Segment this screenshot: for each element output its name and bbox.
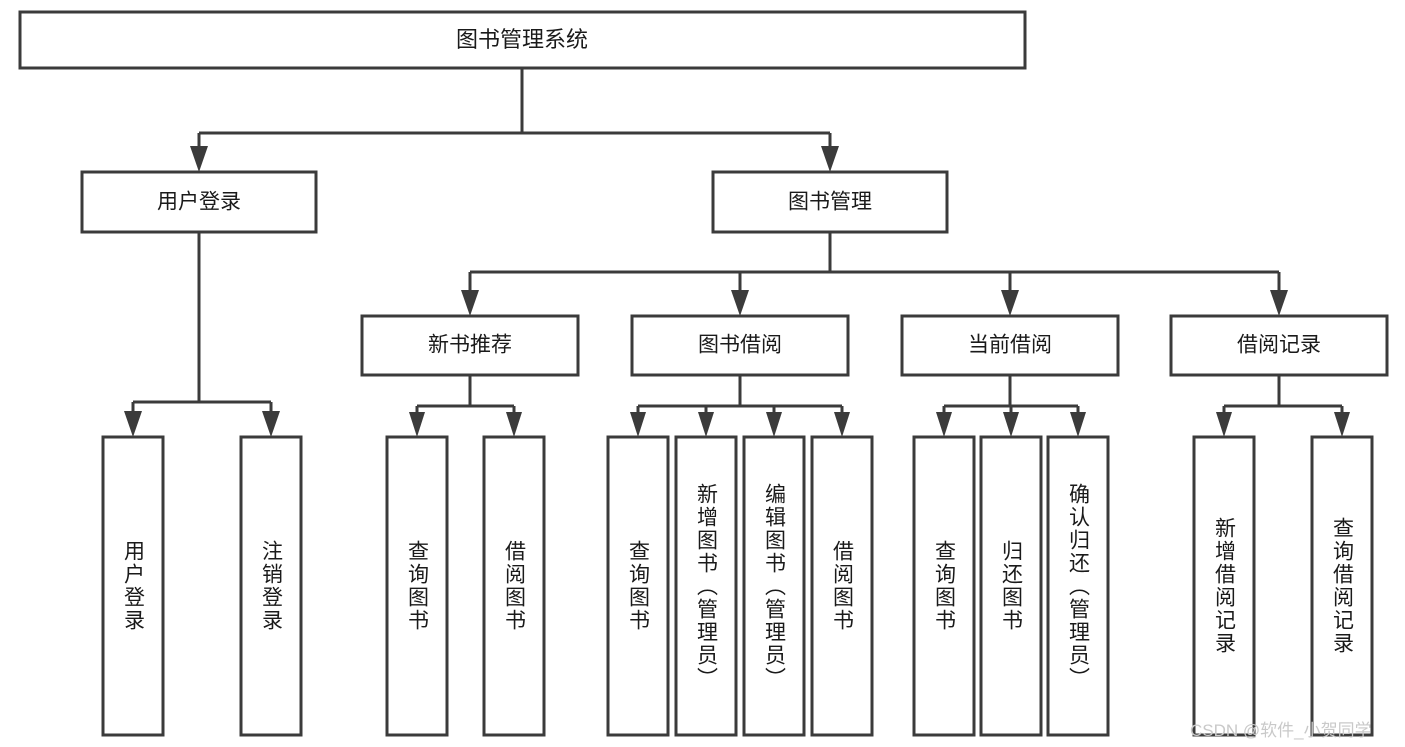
node-book-borrow-box[interactable] <box>630 314 850 377</box>
node-book-manage-label: 图书管理 <box>788 191 872 214</box>
arrow-head-book-borrow-leaf-2 <box>698 412 714 437</box>
node-leaf-borrow-record-2-box[interactable] <box>1310 435 1374 737</box>
node-new-book-recommend[interactable]: 新书推荐 <box>360 314 580 377</box>
arrow-head-to-current-borrow <box>1001 290 1019 316</box>
arrow-head-user-login-leaf-1 <box>124 411 142 437</box>
arrow-head-to-user-login <box>190 146 208 172</box>
arrow-head-new-book-recommend-leaf-1 <box>409 412 425 437</box>
node-leaf-current-borrow-2-box[interactable] <box>979 435 1043 737</box>
node-new-book-recommend-label: 新书推荐 <box>428 334 512 357</box>
node-user-login-label: 用户登录 <box>157 191 241 214</box>
node-borrow-record-label: 借阅记录 <box>1237 334 1321 357</box>
arrow-head-to-new-book-recommend <box>461 290 479 316</box>
node-current-borrow-box[interactable] <box>900 314 1120 377</box>
arrow-head-book-borrow-leaf-1 <box>630 412 646 437</box>
arrow-head-to-borrow-record <box>1270 290 1288 316</box>
arrow-head-book-borrow-leaf-3 <box>766 412 782 437</box>
watermark-text: CSDN @软件_小贺同学 <box>1190 721 1372 740</box>
node-borrow-record[interactable]: 借阅记录 <box>1169 314 1389 377</box>
arrow-head-new-book-recommend-leaf-2 <box>506 412 522 437</box>
node-leaf-book-borrow-4-box[interactable] <box>810 435 874 737</box>
connector-group-book-borrow-to-leaves <box>630 375 850 437</box>
connector-group-book-manage-to-level2 <box>461 232 1288 316</box>
arrow-head-borrow-record-leaf-1 <box>1216 412 1232 437</box>
arrow-head-to-book-manage <box>821 146 839 172</box>
connector-group-root-to-level1 <box>190 68 839 172</box>
node-root-system[interactable]: 图书管理系统 <box>18 10 1027 70</box>
connector-group-borrow-record-to-leaves <box>1216 375 1350 437</box>
node-book-borrow[interactable]: 图书借阅 <box>630 314 850 377</box>
node-user-login[interactable]: 用户登录 <box>80 170 318 234</box>
node-book-manage[interactable]: 图书管理 <box>711 170 949 234</box>
node-leaf-new-book-recommend-2-box[interactable] <box>482 435 546 737</box>
node-root-box[interactable] <box>18 10 1027 70</box>
arrow-head-current-borrow-leaf-2 <box>1003 412 1019 437</box>
node-book-manage-box[interactable] <box>711 170 949 234</box>
node-book-borrow-label: 图书借阅 <box>698 334 782 357</box>
connector-group-user-login-to-leaves <box>124 232 280 437</box>
node-borrow-record-box[interactable] <box>1169 314 1389 377</box>
node-leaf-book-borrow-2-box[interactable] <box>674 435 738 737</box>
node-current-borrow[interactable]: 当前借阅 <box>900 314 1120 377</box>
arrow-head-borrow-record-leaf-2 <box>1334 412 1350 437</box>
node-user-login-box[interactable] <box>80 170 318 234</box>
node-leaf-book-borrow-1-box[interactable] <box>606 435 670 737</box>
node-root-label: 图书管理系统 <box>456 27 588 52</box>
node-leaf-current-borrow-3-box[interactable] <box>1046 435 1110 737</box>
node-new-book-recommend-box[interactable] <box>360 314 580 377</box>
node-leaf-current-borrow-1-box[interactable] <box>912 435 976 737</box>
node-current-borrow-label: 当前借阅 <box>968 334 1052 357</box>
connector-group-current-borrow-to-leaves <box>936 375 1086 437</box>
arrow-head-user-login-leaf-2 <box>262 411 280 437</box>
arrow-head-current-borrow-leaf-1 <box>936 412 952 437</box>
node-leaf-user-login-2-box[interactable] <box>239 435 303 737</box>
arrow-head-current-borrow-leaf-3 <box>1070 412 1086 437</box>
node-leaf-borrow-record-1-box[interactable] <box>1192 435 1256 737</box>
node-leaf-book-borrow-3-box[interactable] <box>742 435 806 737</box>
arrow-head-book-borrow-leaf-4 <box>834 412 850 437</box>
arrow-head-to-book-borrow <box>731 290 749 316</box>
node-leaf-new-book-recommend-1-box[interactable] <box>385 435 449 737</box>
node-leaf-user-login-1-box[interactable] <box>101 435 165 737</box>
connector-group-new-book-recommend-to-leaves <box>409 375 522 437</box>
